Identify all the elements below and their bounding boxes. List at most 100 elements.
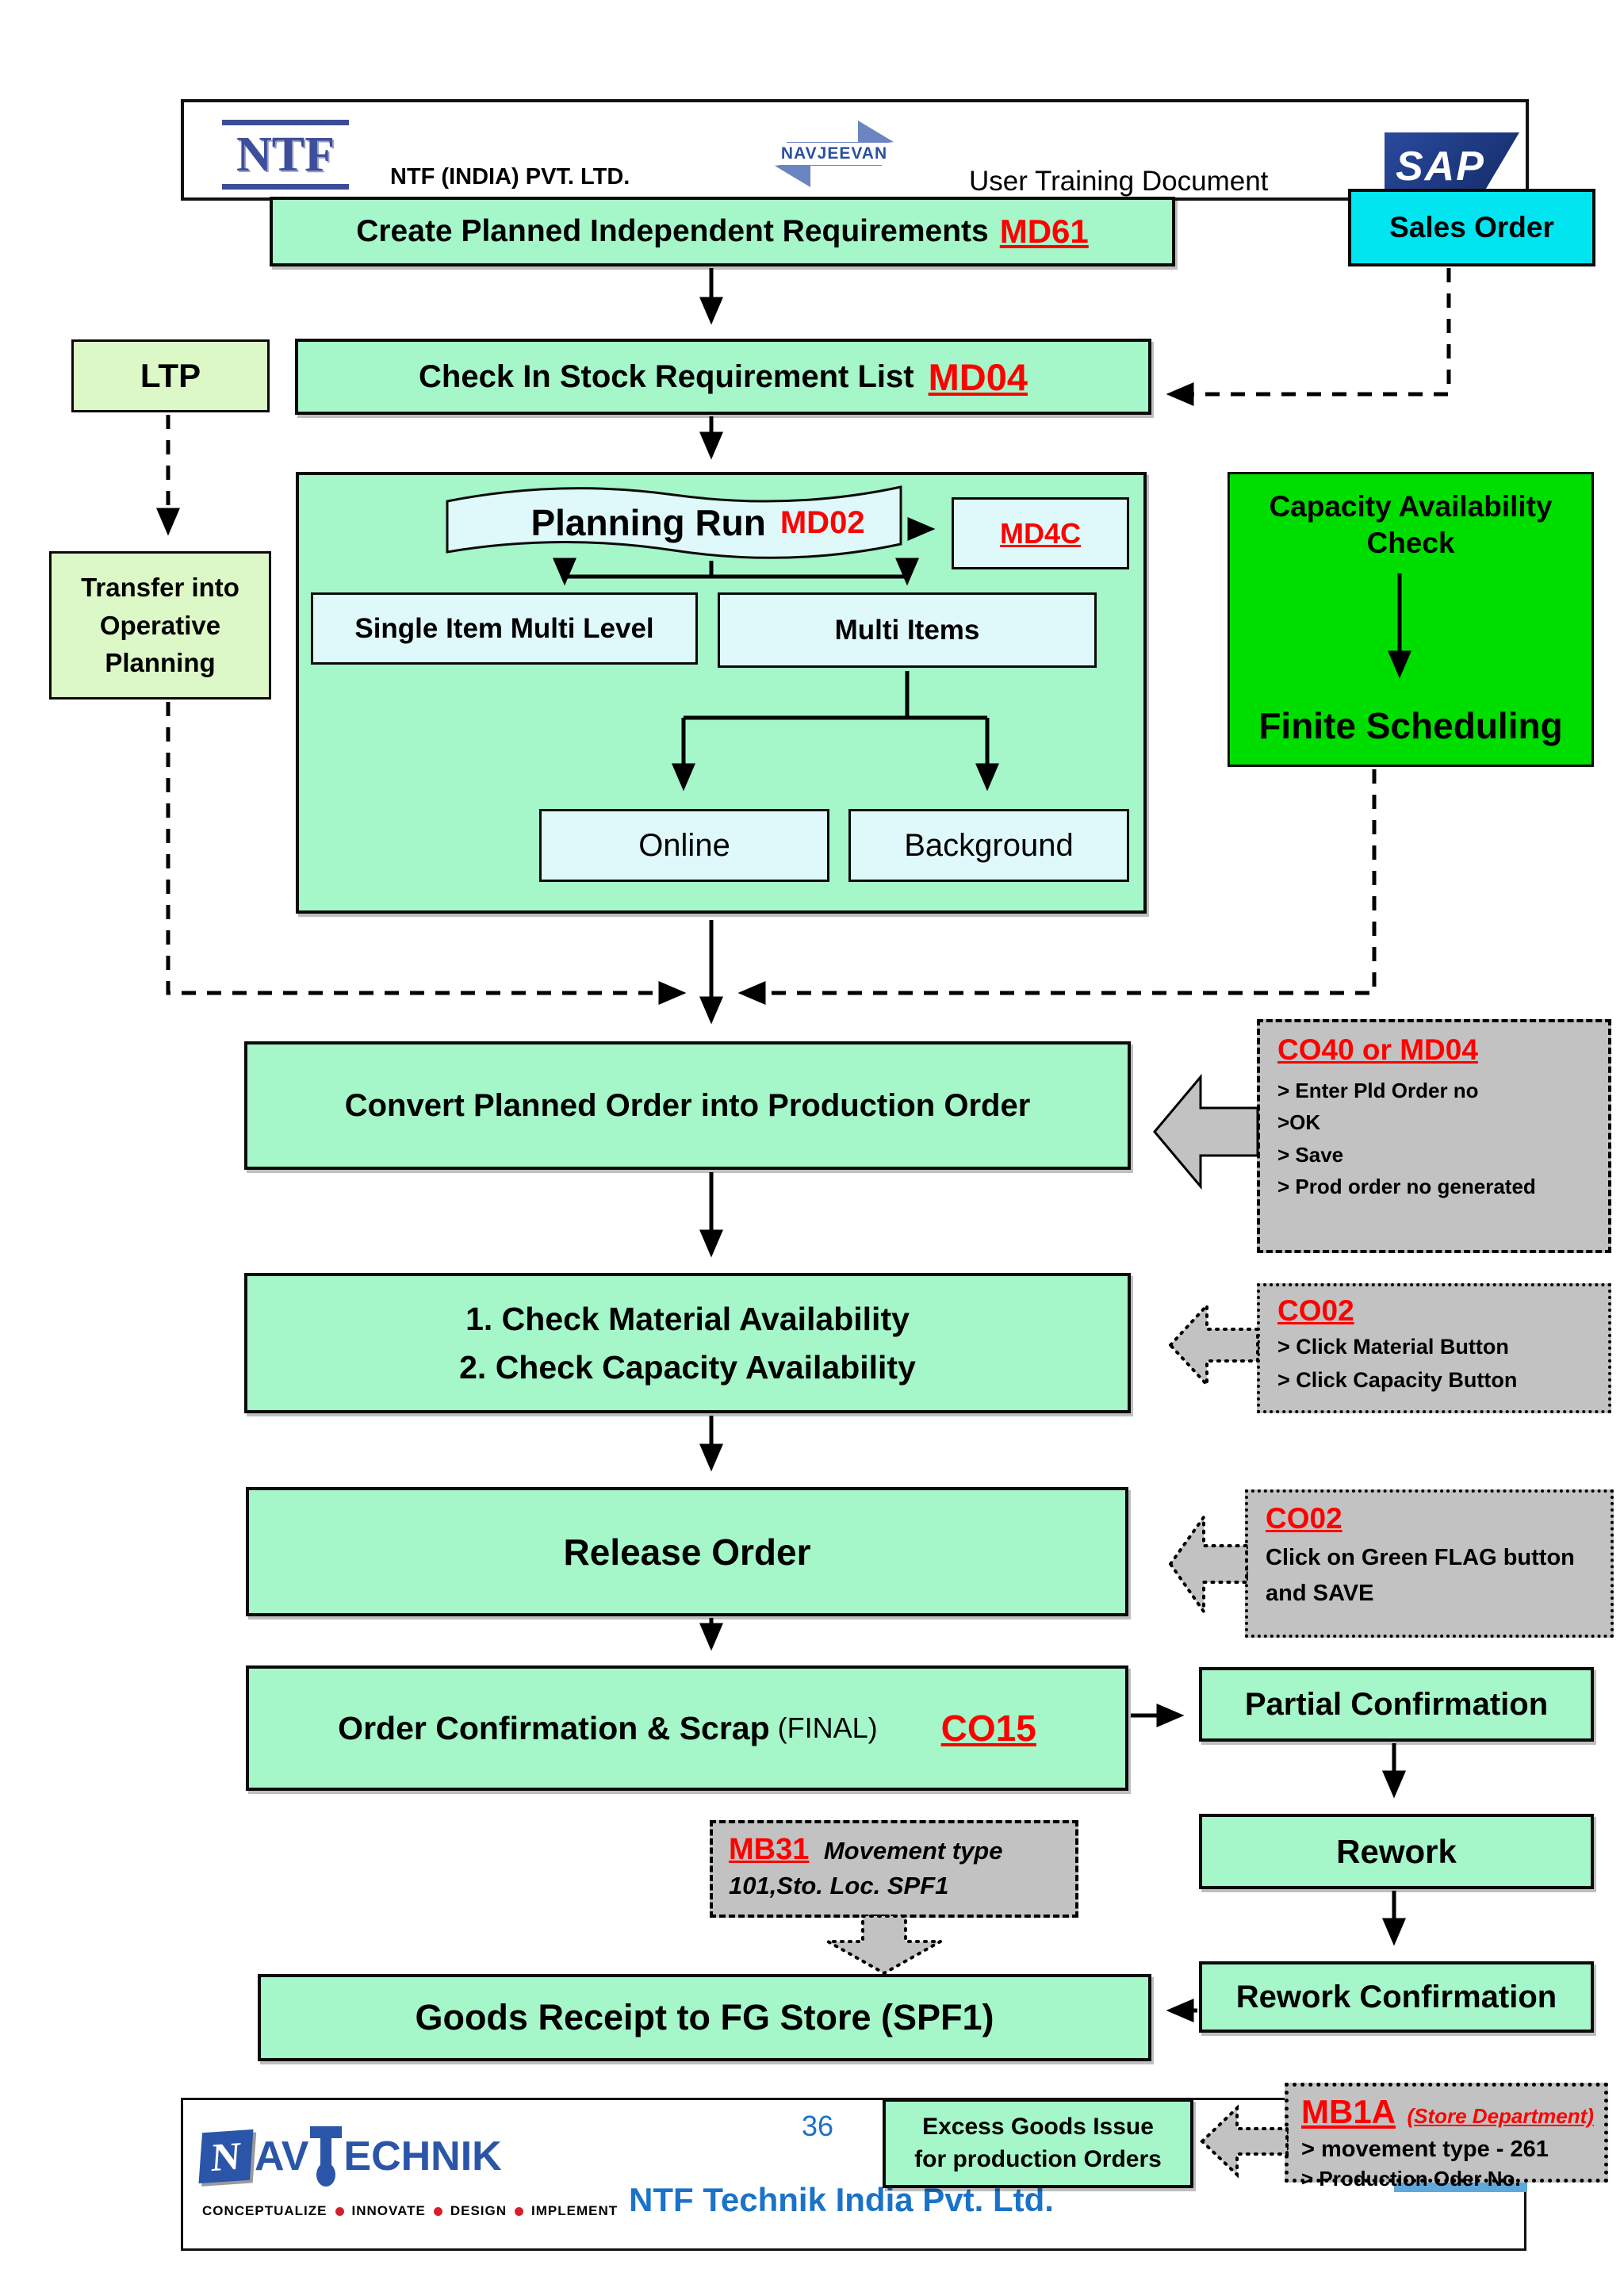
check-stock-box: Check In Stock Requirement List MD04 [295,339,1151,415]
connector-transfer-to-junction [166,702,687,1005]
connector-capacity-to-junction [737,769,1377,1005]
navjeevan-logo-icon: NAVJEEVAN [743,106,925,201]
co02-release-block-arrow-icon [1168,1512,1248,1617]
planning-run-banner [446,485,902,559]
create-pir-tcode: MD61 [999,213,1089,250]
co02-check-block-arrow-icon [1168,1301,1259,1389]
excess-goods-box: Excess Goods Issue for production Orders [883,2099,1193,2188]
sales-order-label: Sales Order [1389,211,1554,243]
co40-step: > Enter Pld Order no [1277,1079,1479,1102]
ltp-box: LTP [71,339,270,412]
release-order-label: Release Order [563,1531,811,1573]
rework-confirmation-label: Rework Confirmation [1235,1979,1557,2014]
goods-receipt-box: Goods Receipt to FG Store (SPF1) [258,1974,1151,2061]
mb31-title: MB31 [729,1833,810,1866]
sap-logo-text: SAP [1396,144,1485,190]
header-company-name: NTF (INDIA) PVT. LTD. [390,164,630,190]
dashed-connectors [156,268,1451,1005]
tagline-dot-icon [433,2206,442,2216]
goods-receipt-label: Goods Receipt to FG Store (SPF1) [415,1997,994,2037]
navtechnik-logo-icon: N AV ECHNIK [198,2114,581,2198]
co40-block-arrow-icon [1153,1073,1259,1190]
capacity-check-box: Capacity Availability Check Finite Sched… [1228,472,1594,767]
co02-check-title: CO02 [1277,1294,1354,1327]
planning-run-tcode: MD02 [779,504,865,540]
release-order-box: Release Order [246,1487,1128,1616]
check-material-line: 1. Check Material Availability [465,1300,910,1337]
co02-release-step: and SAVE [1266,1580,1374,1606]
create-pir-box: Create Planned Independent Requirements … [270,197,1175,266]
planning-run-label: Planning Run [530,502,766,543]
co40-callout: CO40 or MD04 > Enter Pld Order no >OK > … [1257,1019,1611,1253]
co02-release-callout: CO02 Click on Green FLAG button and SAVE [1245,1489,1614,1638]
partial-confirmation-box: Partial Confirmation [1199,1667,1594,1742]
ntf-logo-text: NTF [236,127,335,182]
solid-connectors [553,268,1411,2022]
rework-label: Rework [1336,1832,1457,1870]
check-capacity-line: 2. Check Capacity Availability [459,1348,916,1386]
order-confirmation-box: Order Confirmation & Scrap (FINAL) CO15 [246,1665,1128,1791]
co02-check-step: > Click Capacity Button [1277,1367,1518,1392]
navtechnik-tagline: CONCEPTUALIZE INNOVATE DESIGN IMPLEMENT [202,2203,618,2219]
convert-label: Convert Planned Order into Production Or… [344,1087,1031,1123]
connector-banner-elbow [562,561,910,579]
tagline-word: INNOVATE [351,2203,426,2218]
co02-check-callout: CO02 > Click Material Button > Click Cap… [1257,1283,1611,1413]
navjeevan-logo-text: NAVJEEVAN [780,144,888,163]
sales-order-box: Sales Order [1348,189,1595,266]
co40-step: > Prod order no generated [1277,1174,1536,1198]
md4c-tcode: MD4C [999,516,1081,550]
tagline-dot-icon [515,2206,524,2216]
check-stock-tcode: MD04 [928,355,1028,398]
single-item-box: Single Item Multi Level [311,592,698,665]
mb1a-step: > movement type - 261 [1301,2137,1549,2162]
planning-run-banner-label-row: Planning Run MD02 [492,500,904,546]
finite-scheduling-label: Finite Scheduling [1258,705,1563,746]
co40-step: > Save [1277,1142,1344,1167]
mb31-block-arrow-icon [822,1915,947,1976]
navtechnik-echnik: ECHNIK [343,2133,502,2179]
navtechnik-bolt-t-icon [310,2122,343,2191]
tagline-word: DESIGN [450,2203,508,2218]
ltp-label: LTP [140,357,201,394]
connector-salesorder-to-checkstock [1166,268,1451,406]
create-pir-label: Create Planned Independent Requirements [356,214,989,248]
transfer-label: Transfer into Operative Planning [81,572,239,678]
mb31-line1: Movement type [823,1837,1003,1865]
online-box: Online [539,809,829,882]
mb1a-callout: MB1A (Store Department) > movement type … [1285,2083,1608,2191]
order-confirmation-label: Order Confirmation & Scrap [338,1709,770,1746]
mb1a-block-arrow-icon [1200,2104,1289,2179]
mb31-line2: 101,Sto. Loc. SPF1 [729,1872,949,1899]
mb31-callout: MB31 Movement type 101,Sto. Loc. SPF1 [710,1820,1078,1918]
rework-confirmation-box: Rework Confirmation [1199,1961,1594,2033]
connector-multi-elbow [684,671,987,720]
check-availability-box: 1. Check Material Availability 2. Check … [244,1273,1131,1413]
co02-release-title: CO02 [1266,1502,1342,1535]
tagline-word: CONCEPTUALIZE [202,2203,327,2218]
multi-items-label: Multi Items [834,614,980,646]
page-number: 36 [802,2110,834,2142]
multi-items-box: Multi Items [718,592,1097,668]
excess-goods-label: Excess Goods Issue for production Orders [914,2114,1162,2172]
transfer-box: Transfer into Operative Planning [49,551,271,700]
header-bar: NTF NTF (INDIA) PVT. LTD. NAVJEEVAN User… [181,99,1529,201]
co40-title: CO40 or MD04 [1277,1033,1478,1066]
co40-step: >OK [1277,1110,1321,1135]
partial-confirmation-label: Partial Confirmation [1244,1686,1549,1722]
ntf-logo-icon: NTF [222,120,349,190]
capacity-check-label: Capacity Availability Check [1269,490,1553,560]
background-box: Background [848,809,1129,882]
mb1a-step: > Production Oder No. [1301,2167,1521,2191]
background-label: Background [904,827,1074,863]
co02-release-step: Click on Green FLAG button [1266,1545,1575,1570]
check-stock-label: Check In Stock Requirement List [419,358,914,394]
order-confirmation-tcode: CO15 [940,1708,1036,1749]
header-doc-title: User Training Document [969,166,1269,197]
md4c-box: MD4C [952,497,1129,569]
online-label: Online [638,827,730,863]
order-confirmation-final: (FINAL) [777,1711,878,1744]
convert-box: Convert Planned Order into Production Or… [244,1041,1131,1170]
co02-check-step: > Click Material Button [1277,1335,1509,1359]
